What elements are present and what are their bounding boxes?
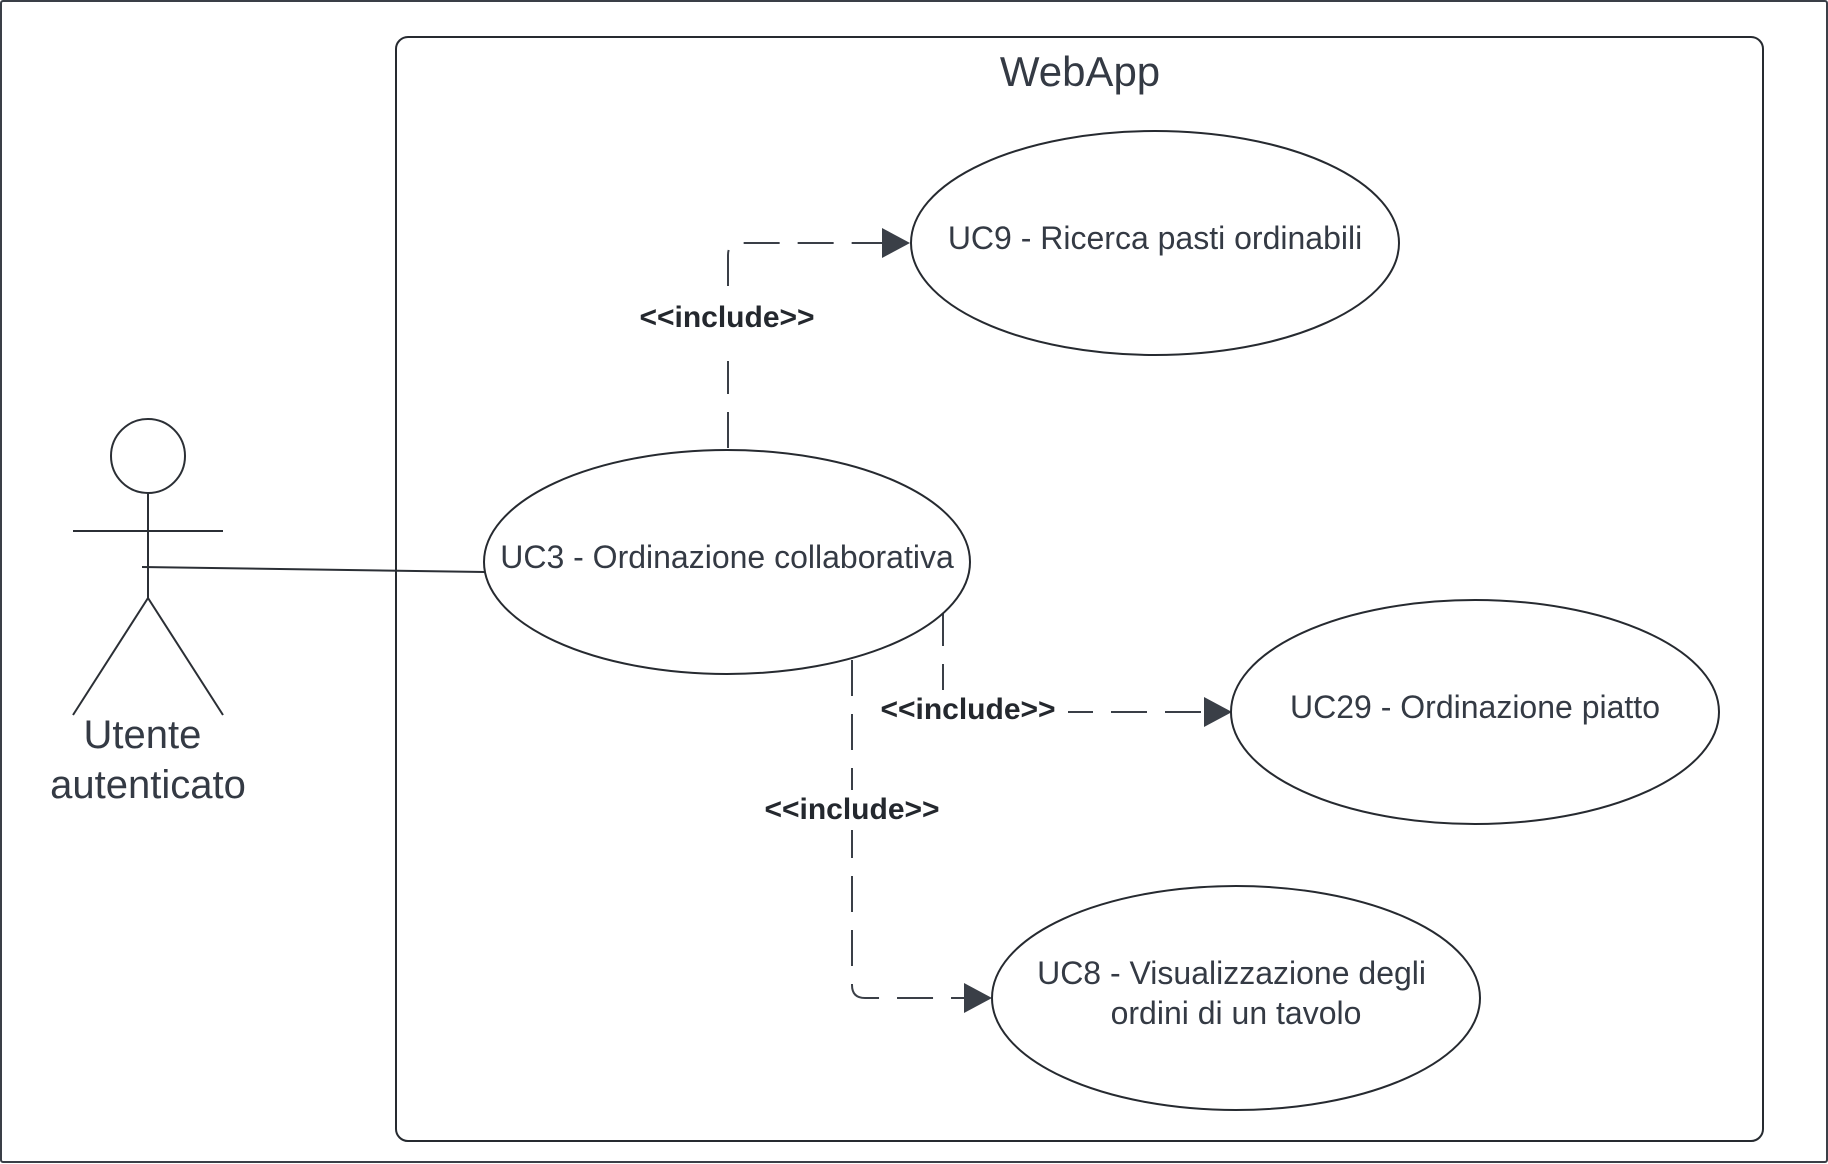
use-case-uc29-shape [1230, 599, 1720, 825]
include-arrow-uc8 [851, 660, 972, 999]
arrowhead-uc29 [1204, 697, 1232, 727]
actor-label: Utente autenticato [50, 713, 246, 807]
use-case-uc3-label: UC3 - Ordinazione collaborativa [500, 539, 954, 575]
use-case-uc9-label: UC9 - Ricerca pasti ordinabili [948, 220, 1362, 256]
use-case-uc29[interactable]: UC29 - Ordinazione piatto [1230, 599, 1720, 825]
include-label-uc29: <<include>> [880, 693, 1055, 726]
use-case-uc9-shape [910, 130, 1400, 356]
arrowhead-uc8 [964, 983, 992, 1013]
association-actor-uc3 [141, 566, 486, 573]
include-label-bg-uc29 [868, 690, 1068, 730]
actor-label-line-1: Utente [84, 713, 202, 757]
use-case-uc8-shape [991, 885, 1481, 1111]
actor-label-line-2: autenticato [50, 763, 246, 807]
use-case-uc29-label: UC29 - Ordinazione piatto [1290, 689, 1660, 725]
use-case-uc8-label-line-2: ordini di un tavolo [1111, 995, 1362, 1031]
use-case-uc3-shape [483, 449, 971, 675]
actor-utente-autenticato[interactable]: Utente autenticato [50, 418, 246, 807]
use-case-uc3[interactable]: UC3 - Ordinazione collaborativa [483, 449, 971, 675]
arrowhead-uc9 [882, 228, 910, 258]
include-label-bg-uc8 [752, 790, 952, 830]
use-case-uc8-label: UC8 - Visualizzazione degli ordini di un… [1037, 955, 1435, 1031]
use-case-uc8[interactable]: UC8 - Visualizzazione degli ordini di un… [991, 885, 1481, 1111]
include-label-bg-uc9 [626, 295, 830, 361]
actor-left-leg [72, 597, 149, 716]
actor-right-leg [147, 597, 224, 716]
include-arrow-uc29 [942, 610, 1212, 713]
use-case-uc9[interactable]: UC9 - Ricerca pasti ordinabili [910, 130, 1400, 356]
system-title: WebApp [1000, 48, 1160, 95]
use-case-uc8-label-line-1: UC8 - Visualizzazione degli [1037, 955, 1426, 991]
include-arrow-uc9 [727, 242, 890, 448]
include-label-uc8: <<include>> [764, 793, 939, 826]
include-label-uc9: <<include>> [639, 301, 814, 334]
